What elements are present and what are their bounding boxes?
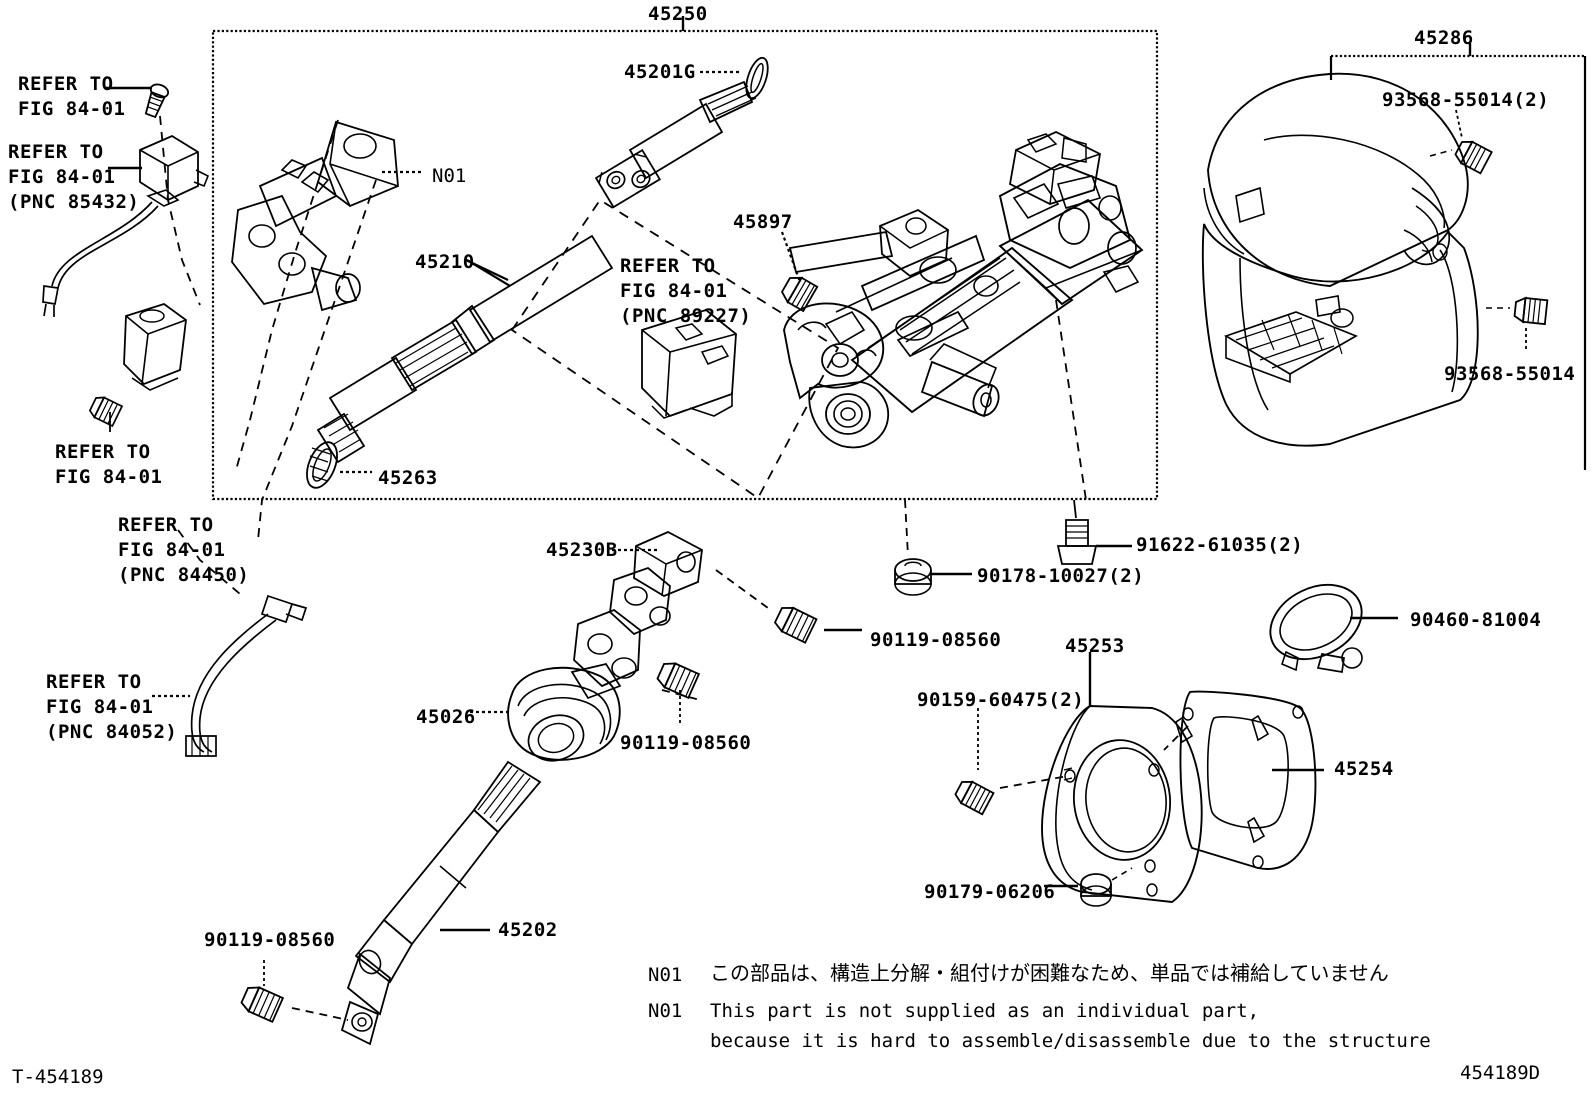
fastener-90119-mid xyxy=(773,606,862,644)
refer-line: REFER TO xyxy=(46,671,142,693)
fastener-90178-10027 xyxy=(894,499,972,596)
part-label-p-45210: 45210 xyxy=(415,251,475,273)
part-label-p-45254: 45254 xyxy=(1334,758,1394,780)
part-label-p-45230B: 45230B xyxy=(546,539,618,561)
refer-line: FIG 84-01 xyxy=(8,166,116,188)
part-label-p-90119-bot: 90119-08560 xyxy=(204,929,336,951)
part-label-p-93568-a: 93568-55014(2) xyxy=(1382,89,1550,111)
part-45286-column-cover xyxy=(1201,72,1549,447)
refer-line: FIG 84-01 xyxy=(118,539,226,561)
note-code-note-jp: N01 xyxy=(648,964,683,986)
refer-line: FIG 84-01 xyxy=(46,696,154,718)
refer-line: REFER TO xyxy=(55,441,151,463)
part-label-p-45897: 45897 xyxy=(733,211,793,233)
part-45201G-seal xyxy=(700,56,769,100)
group-label-45250: 45250 xyxy=(648,3,708,25)
leader-column-to-bolt xyxy=(1055,299,1087,501)
assembly-steering-column xyxy=(783,131,1144,449)
note-line: This part is not supplied as an individu… xyxy=(710,1000,1260,1022)
refer-block-ref-3: REFER TO FIG 84-01 xyxy=(55,440,162,490)
refer-line: REFER TO xyxy=(8,141,104,163)
refer-line: (PNC 85432) xyxy=(8,191,140,213)
refer-block-ref-1: REFER TO FIG 84-01 xyxy=(18,72,125,122)
refer-line: REFER TO xyxy=(620,255,716,277)
part-label-p-91622: 91622-61035(2) xyxy=(1136,534,1304,556)
refer-line: FIG 84-01 xyxy=(55,466,163,488)
part-label-p-90460: 90460-81004 xyxy=(1410,609,1542,631)
relay-box xyxy=(139,134,210,207)
assembly-left-harness xyxy=(42,83,308,757)
refer-line: (PNC 89227) xyxy=(620,305,752,327)
refer-block-ref-2: REFER TO FIG 84-01 (PNC 85432) xyxy=(8,140,139,215)
refer-block-ref-5: REFER TO FIG 84-01 (PNC 84052) xyxy=(46,670,177,745)
wire-connector xyxy=(260,594,308,624)
part-45254-cover xyxy=(1163,690,1324,870)
part-45026-boot xyxy=(470,666,621,762)
part-label-p-90179: 90179-06206 xyxy=(924,881,1056,903)
refer-line: FIG 84-01 xyxy=(620,280,728,302)
part-45253-cover xyxy=(1041,652,1203,903)
note-body-note-jp: この部品は、構造上分解・組付けが困難なため、単品では補給していません xyxy=(710,958,1389,988)
refer-line: (PNC 84052) xyxy=(46,721,178,743)
refer-line: FIG 84-01 xyxy=(18,98,126,120)
refer-block-ref-6: REFER TO FIG 84-01 (PNC 89227) xyxy=(620,254,751,329)
part-45230B-joint xyxy=(570,531,769,701)
part-label-p-45201G: 45201G xyxy=(624,61,696,83)
refer-line: (PNC 84450) xyxy=(118,564,250,586)
part-label-p-90119-low: 90119-08560 xyxy=(620,732,752,754)
part-label-p-90119-mid: 90119-08560 xyxy=(870,629,1002,651)
part-label-p-93568-b: 93568-55014 xyxy=(1444,363,1576,385)
part-label-p-45263: 45263 xyxy=(378,467,438,489)
refer-line: REFER TO xyxy=(18,73,114,95)
note-code-note-en: N01 xyxy=(648,1000,683,1022)
part-label-p-45253: 45253 xyxy=(1065,635,1125,657)
fastener-90119-low xyxy=(656,662,701,724)
footer-right-code: 454189D xyxy=(1460,1062,1541,1084)
part-label-p-n01-top: N01 xyxy=(432,165,467,187)
part-45263-bushing xyxy=(306,441,372,489)
part-45897-bolt xyxy=(780,231,819,313)
refer-block-ref-4: REFER TO FIG 84-01 (PNC 84450) xyxy=(118,513,249,588)
part-45202-lower-shaft xyxy=(340,760,542,1046)
note-body-note-en: This part is not supplied as an individu… xyxy=(710,996,1431,1056)
part-label-p-90178: 90178-10027(2) xyxy=(977,565,1145,587)
part-90460-81004-clamp xyxy=(1269,583,1398,673)
footer-left-code: T-454189 xyxy=(12,1066,104,1088)
group-frame-45286 xyxy=(1329,42,1587,470)
part-label-p-45026: 45026 xyxy=(416,706,476,728)
fastener-90159-60475 xyxy=(954,708,1069,816)
note-line: この部品は、構造上分解・組付けが困難なため、単品では補給していません xyxy=(710,961,1389,985)
sensor-module xyxy=(123,303,187,391)
part-PNC89227-sensor xyxy=(641,308,737,419)
fastener-90179-06206 xyxy=(1044,867,1133,907)
fastener-91622-61035 xyxy=(1056,499,1132,565)
note-line: because it is hard to assemble/disassemb… xyxy=(710,1030,1431,1052)
refer-line: REFER TO xyxy=(118,514,214,536)
fastener-90119-bot xyxy=(240,960,349,1024)
part-N01-upper-joint xyxy=(231,119,424,541)
group-frame-45250 xyxy=(211,16,1159,501)
group-label-45286: 45286 xyxy=(1414,27,1474,49)
part-label-p-45202: 45202 xyxy=(498,919,558,941)
part-label-p-90159: 90159-60475(2) xyxy=(917,689,1085,711)
